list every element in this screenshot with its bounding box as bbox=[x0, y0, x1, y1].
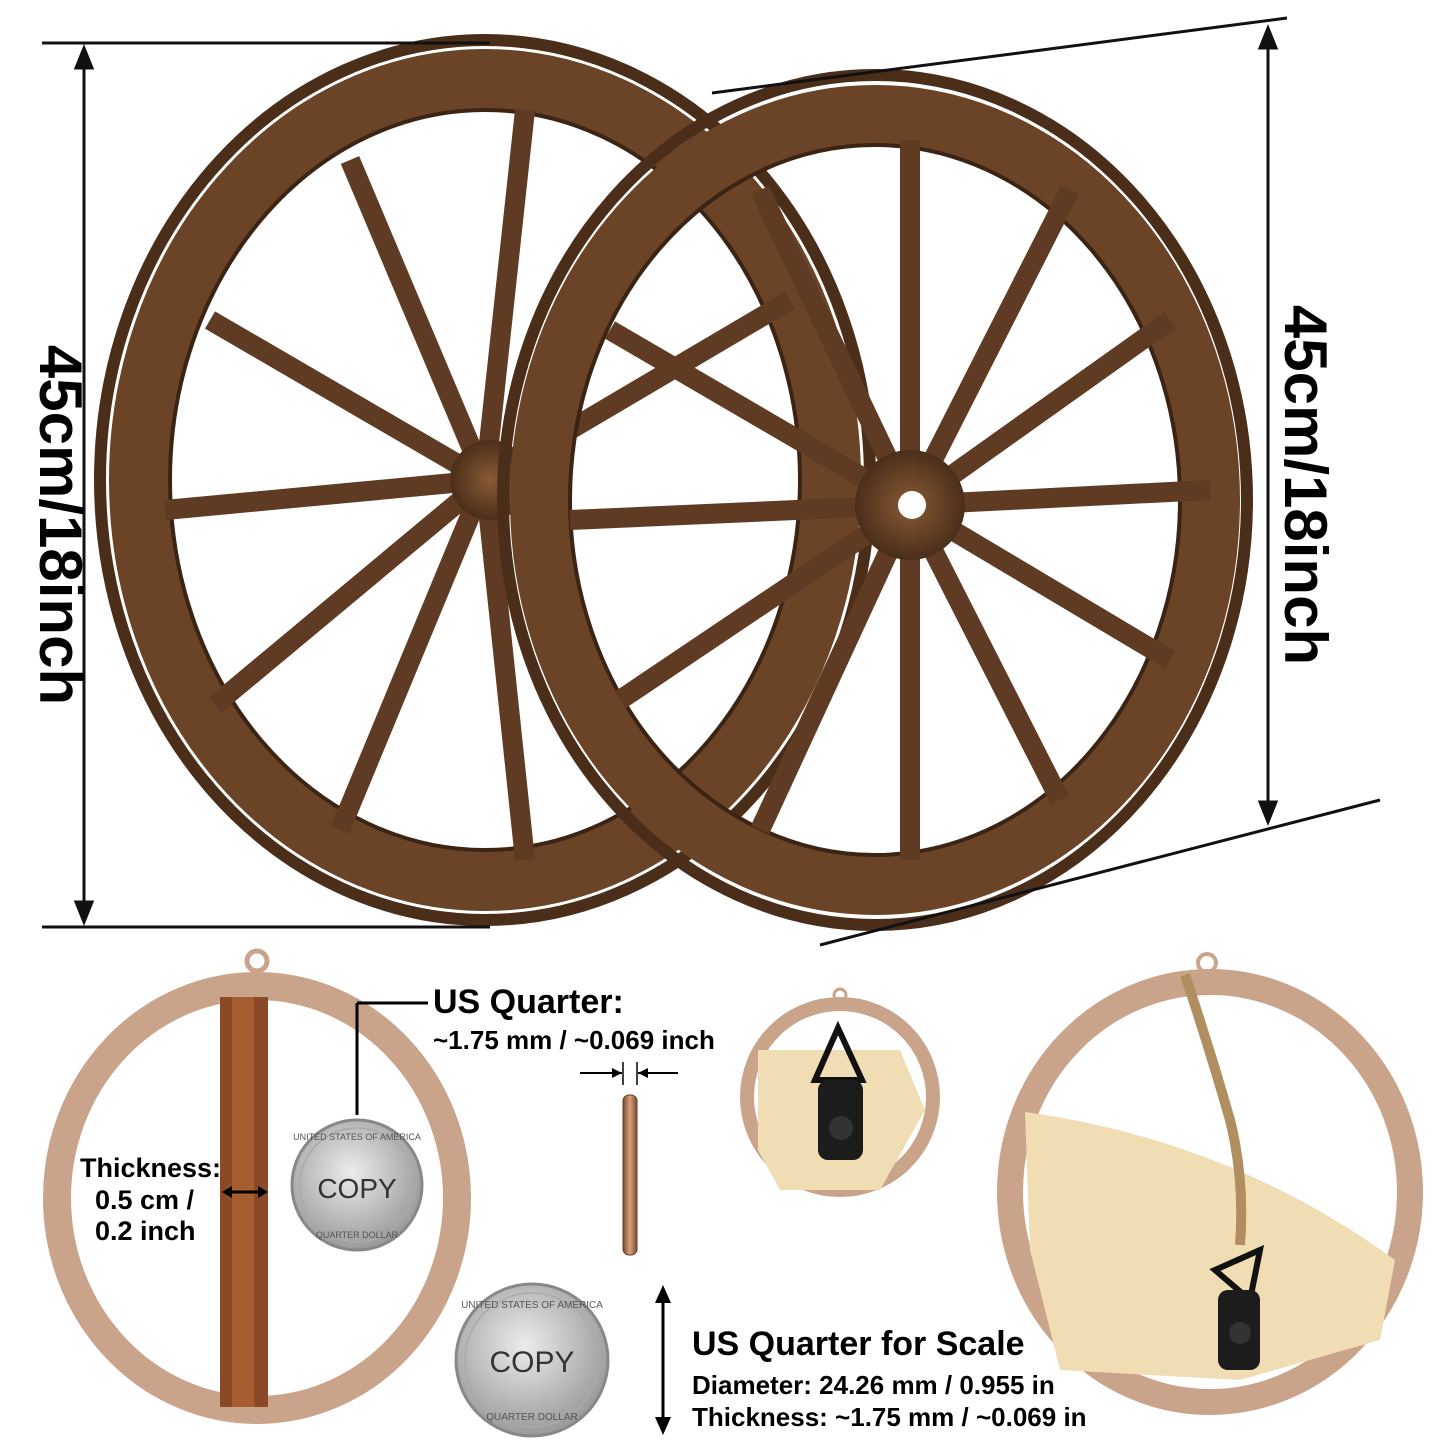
coin-scale-rim-top: UNITED STATES OF AMERICA bbox=[461, 1300, 603, 1311]
coin-top bbox=[290, 1001, 428, 1252]
coin-top-rim-bottom: QUARTER DOLLAR bbox=[316, 1230, 399, 1240]
coin-scale-rim-bottom: QUARTER DOLLAR bbox=[486, 1412, 578, 1423]
right-height-label: 45cm/18inch bbox=[1272, 305, 1339, 665]
left-height-label: 45cm/18inch bbox=[27, 345, 94, 705]
thickness-in: 0.2 inch bbox=[95, 1216, 196, 1246]
coin-scale bbox=[454, 1282, 671, 1438]
right-dimension bbox=[711, 16, 1381, 947]
coin-edge bbox=[580, 1062, 678, 1256]
wheel-front bbox=[497, 69, 1253, 931]
thickness-label: Thickness: bbox=[80, 1153, 222, 1183]
scale-thickness: Thickness: ~1.75 mm / ~0.069 in bbox=[692, 1402, 1087, 1432]
scale-diameter: Diameter: 24.26 mm / 0.955 in bbox=[692, 1370, 1055, 1400]
quarter-title: US Quarter: bbox=[433, 983, 624, 1021]
rope-detail-ring bbox=[997, 952, 1423, 1415]
coin-top-stamp: COPY bbox=[317, 1173, 397, 1204]
hanger-detail-ring bbox=[740, 987, 940, 1197]
quarter-value: ~1.75 mm / ~0.069 inch bbox=[433, 1025, 715, 1055]
scale-title: US Quarter for Scale bbox=[692, 1325, 1025, 1363]
left-dimension bbox=[42, 41, 490, 929]
coin-top-rim-top: UNITED STATES OF AMERICA bbox=[293, 1132, 421, 1142]
coin-scale-stamp: COPY bbox=[489, 1346, 574, 1379]
thickness-cm: 0.5 cm / bbox=[95, 1185, 195, 1215]
